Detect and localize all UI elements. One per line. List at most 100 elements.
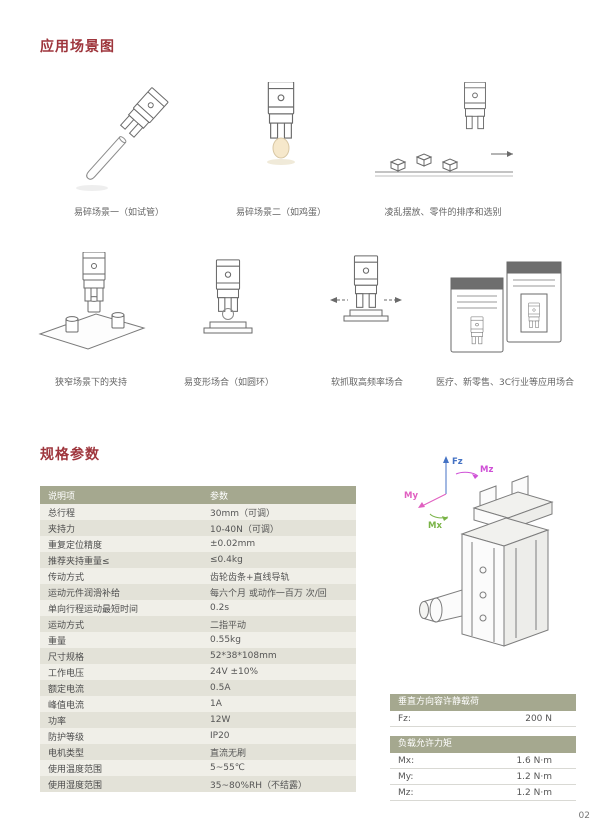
axis-label-my: My bbox=[404, 491, 418, 501]
spec-label: 运动元件润滑补给 bbox=[48, 588, 121, 599]
torque-value: 1.6 N·m bbox=[516, 756, 552, 766]
spec-label: 尺寸规格 bbox=[48, 652, 85, 663]
table-row: 总行程 30mm（可调） bbox=[40, 504, 356, 520]
spec-value: IP20 bbox=[210, 731, 230, 741]
table-row: 额定电流 0.5A bbox=[40, 680, 356, 696]
spec-label: 工作电压 bbox=[48, 668, 85, 679]
spec-value: ±0.02mm bbox=[210, 539, 256, 549]
spec-label: 推荐夹持重量≤ bbox=[48, 556, 110, 567]
spec-value: 0.5A bbox=[210, 683, 231, 693]
scenario-item: 易碎场景二（如鸡蛋） bbox=[200, 82, 362, 218]
spec-value: 52*38*108mm bbox=[210, 651, 277, 661]
spec-value: 1A bbox=[210, 699, 222, 709]
spec-label: 额定电流 bbox=[48, 684, 85, 695]
scenario-item: 易变形场合（如圆环） bbox=[160, 252, 298, 388]
scenario-row-1: 易碎场景一（如试管） 易碎场景二（如鸡蛋） bbox=[38, 82, 524, 218]
scenario-item: 软抓取高频率场合 bbox=[298, 252, 436, 388]
spec-label: 运动方式 bbox=[48, 620, 85, 631]
spec-value: 二指平动 bbox=[210, 620, 247, 631]
gripper-egg-illustration bbox=[206, 82, 356, 200]
spec-value: 5~55℃ bbox=[210, 763, 245, 773]
table-row: 重量 0.55kg bbox=[40, 632, 356, 648]
spec-label: 功率 bbox=[48, 716, 67, 727]
gripper-test-tube-illustration bbox=[44, 82, 194, 200]
spec-value: 30mm（可调） bbox=[210, 508, 275, 519]
product-technical-drawing: Fz Mz My Mx bbox=[388, 450, 580, 692]
table-row: 功率 12W bbox=[40, 712, 356, 728]
table-row: 防护等级 IP20 bbox=[40, 728, 356, 744]
table-row: 推荐夹持重量≤ ≤0.4kg bbox=[40, 552, 356, 568]
spec-value: 直流无刷 bbox=[210, 748, 247, 759]
table-row: Fz: 200 N bbox=[390, 711, 576, 727]
spec-label: 使用温度范围 bbox=[48, 764, 103, 775]
section-title-specs: 规格参数 bbox=[40, 447, 100, 463]
torque-label: Mx: bbox=[398, 756, 415, 766]
spec-value: 0.2s bbox=[210, 603, 230, 613]
scenario-caption: 凌乱摆放、零件的排序和选别 bbox=[384, 208, 502, 218]
torque-value: 1.2 N·m bbox=[516, 772, 552, 782]
spec-value: 35~80%RH（不结露） bbox=[210, 780, 308, 791]
spec-label: 防护等级 bbox=[48, 732, 85, 743]
table-row: Mz: 1.2 N·m bbox=[390, 785, 576, 801]
spec-value: 12W bbox=[210, 715, 231, 725]
spec-label: 重量 bbox=[48, 636, 67, 647]
torque-table-title: 负载允许力矩 bbox=[390, 736, 576, 753]
spec-value: ≤0.4kg bbox=[210, 555, 243, 565]
table-row: My: 1.2 N·m bbox=[390, 769, 576, 785]
load-value: 200 N bbox=[525, 714, 552, 724]
torque-table: 负载允许力矩 Mx: 1.6 N·m My: 1.2 N·m Mz: 1.2 N… bbox=[390, 736, 576, 801]
industry-documents-illustration bbox=[425, 252, 585, 370]
spec-value: 24V ±10% bbox=[210, 667, 259, 677]
table-row: 工作电压 24V ±10% bbox=[40, 664, 356, 680]
table-row: 使用温度范围 5~55℃ bbox=[40, 760, 356, 776]
spec-label: 总行程 bbox=[48, 508, 76, 519]
spec-value: 0.55kg bbox=[210, 635, 241, 645]
spec-value: 10-40N（可调） bbox=[210, 524, 279, 535]
table-row: 尺寸规格 52*38*108mm bbox=[40, 648, 356, 664]
table-row: 运动方式 二指平动 bbox=[40, 616, 356, 632]
scenario-item: 凌乱摆放、零件的排序和选别 bbox=[362, 82, 524, 218]
axis-label-fz: Fz bbox=[452, 457, 463, 467]
table-row: 电机类型 直流无刷 bbox=[40, 744, 356, 760]
spec-label: 重复定位精度 bbox=[48, 540, 103, 551]
page-number: 02 bbox=[578, 811, 590, 821]
scenario-caption: 易碎场景一（如试管） bbox=[73, 208, 164, 218]
table-row: 传动方式 齿轮齿条+直线导轨 bbox=[40, 568, 356, 584]
spec-label: 夹持力 bbox=[48, 524, 76, 535]
spec-label: 传动方式 bbox=[48, 572, 85, 583]
spec-label: 电机类型 bbox=[48, 748, 85, 759]
scenario-caption: 易碎场景二（如鸡蛋） bbox=[235, 208, 326, 218]
section-title-scenarios: 应用场景图 bbox=[40, 39, 115, 55]
table-row: 重复定位精度 ±0.02mm bbox=[40, 536, 356, 552]
gripper-narrow-clamp-illustration bbox=[26, 252, 156, 370]
gripper-ring-illustration bbox=[164, 252, 294, 370]
axis-label-mx: Mx bbox=[428, 521, 442, 531]
scenario-item: 狭窄场景下的夹持 bbox=[22, 252, 160, 388]
scenario-row-2: 狭窄场景下的夹持 易变形场合（如圆环） bbox=[22, 252, 574, 388]
axis-label-mz: Mz bbox=[480, 465, 493, 475]
table-row: 使用湿度范围 35~80%RH（不结露） bbox=[40, 776, 356, 792]
load-label: Fz: bbox=[398, 714, 411, 724]
scenario-caption: 医疗、新零售、3C行业等应用场合 bbox=[436, 378, 575, 388]
spec-header-row: 说明项 参数 bbox=[40, 486, 356, 504]
static-load-table: 垂直方向容许静载荷 Fz: 200 N bbox=[390, 694, 576, 727]
table-row: 单向行程运动最短时间 0.2s bbox=[40, 600, 356, 616]
scenario-item: 易碎场景一（如试管） bbox=[38, 82, 200, 218]
table-row: 运动元件润滑补给 每六个月 或动作一百万 次/回 bbox=[40, 584, 356, 600]
spec-header-value: 参数 bbox=[202, 486, 356, 504]
spec-value: 齿轮齿条+直线导轨 bbox=[210, 572, 290, 583]
table-row: Mx: 1.6 N·m bbox=[390, 753, 576, 769]
torque-label: Mz: bbox=[398, 788, 414, 798]
spec-header-item: 说明项 bbox=[40, 486, 202, 504]
scenario-item: 医疗、新零售、3C行业等应用场合 bbox=[436, 252, 574, 388]
spec-label: 单向行程运动最短时间 bbox=[48, 604, 139, 615]
spec-label: 使用湿度范围 bbox=[48, 780, 103, 791]
spec-value: 每六个月 或动作一百万 次/回 bbox=[210, 588, 327, 599]
torque-label: My: bbox=[398, 772, 414, 782]
scenario-caption: 狭窄场景下的夹持 bbox=[54, 378, 127, 388]
spec-table: 说明项 参数 总行程 30mm（可调） 夹持力 10-40N（可调） 重复定位精度 ±… bbox=[40, 486, 356, 792]
scenario-caption: 易变形场合（如圆环） bbox=[183, 378, 274, 388]
gripper-high-frequency-illustration bbox=[302, 252, 432, 370]
